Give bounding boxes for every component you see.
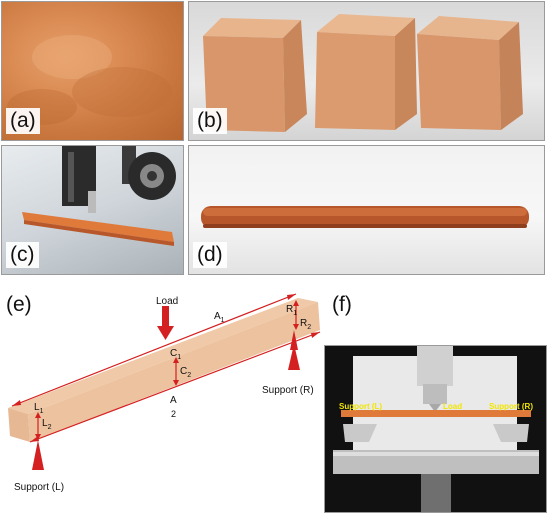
dimension-c1-label: C1 bbox=[170, 348, 182, 361]
test-rig-illustration bbox=[333, 346, 539, 512]
dimension-l2-label: L2 bbox=[42, 418, 52, 431]
panel-c-printing-photo: (c) bbox=[1, 145, 184, 275]
cubes-illustration bbox=[203, 14, 523, 132]
printer-illustration bbox=[22, 146, 176, 246]
photo-load-label: Load bbox=[443, 402, 463, 411]
panel-e-label: (e) bbox=[6, 293, 32, 316]
panel-a-label: (a) bbox=[6, 108, 40, 134]
dimension-r2-label: R2 bbox=[300, 318, 312, 331]
panel-f-label: (f) bbox=[332, 293, 352, 316]
panel-d-label: (d) bbox=[193, 242, 227, 268]
panel-b-cubes-photo: (b) bbox=[188, 1, 545, 141]
panel-a-powder-photo: (a) bbox=[1, 1, 184, 141]
dimension-r1-label: R1 bbox=[286, 304, 298, 317]
load-label: Load bbox=[156, 296, 179, 307]
bar-illustration bbox=[201, 206, 529, 228]
dimension-a1-label: A1 bbox=[214, 311, 225, 324]
dimension-a2-subscript: 2 bbox=[171, 409, 177, 419]
dimension-c2-label: C2 bbox=[180, 366, 192, 379]
photo-support-left-label: Support (L) bbox=[339, 402, 383, 411]
panel-c-label: (c) bbox=[6, 242, 39, 268]
panel-d-bar-photo: (d) bbox=[188, 145, 545, 275]
panel-f-bending-test-photo: Support (L) Load Support (R) bbox=[324, 345, 547, 513]
support-right-label: Support (R) bbox=[262, 385, 314, 396]
beam-diagram bbox=[8, 293, 321, 470]
panel-b-label: (b) bbox=[193, 108, 227, 134]
support-left-label: Support (L) bbox=[14, 482, 65, 493]
dimension-a2-label: A bbox=[170, 395, 177, 406]
photo-support-right-label: Support (R) bbox=[489, 402, 533, 411]
dimension-l1-label: L1 bbox=[34, 402, 44, 415]
